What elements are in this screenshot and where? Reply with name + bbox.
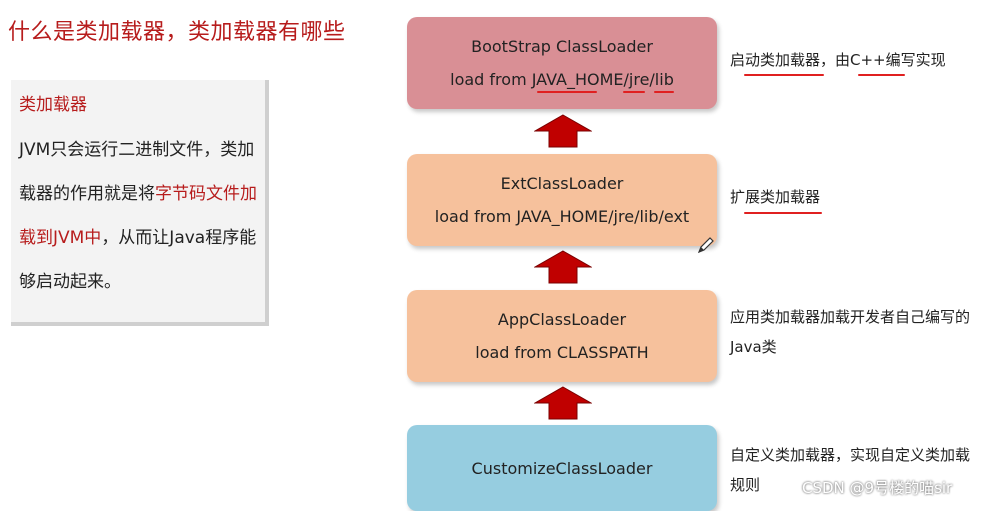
page-title: 什么是类加载器，类加载器有哪些 (8, 20, 346, 45)
underline-bootstrap-desc (744, 74, 824, 76)
app-desc: 应用类加载器加载开发者自己编写的Java类 (730, 308, 971, 356)
customize-name: CustomizeClassLoader (471, 458, 653, 478)
app-source: load from CLASSPATH (475, 343, 649, 362)
arrow-up-icon (534, 114, 592, 148)
customize-classloader-box: CustomizeClassLoader (407, 425, 717, 511)
info-panel: 类加载器 JVM只会运行二进制文件，类加载器的作用就是将字节码文件加载到JVM中… (11, 80, 269, 326)
app-name: AppClassLoader (497, 310, 627, 329)
bootstrap-name: BootStrap ClassLoader (471, 37, 653, 56)
ext-desc: 扩展类加载器 (730, 188, 821, 206)
ext-classloader-box: ExtClassLoader load from JAVA_HOME/jre/l… (407, 154, 717, 246)
ext-source: load from JAVA_HOME/jre/lib/ext (434, 207, 690, 226)
watermark: CSDN @9号楼的喵sir (802, 479, 953, 497)
underline-ext-desc (744, 212, 822, 214)
info-body: JVM只会运行二进制文件，类加载器的作用就是将字节码文件加载到JVM中，从而让J… (19, 128, 257, 304)
info-body-part1: JVM只会运行二进制文件，类加载器的作用就是将 (19, 140, 255, 204)
bootstrap-source: load from JAVA_HOME/jre/lib (450, 70, 674, 89)
app-classloader-box: AppClassLoader load from CLASSPATH (407, 290, 717, 382)
underline-cpp (858, 74, 905, 76)
info-body-highlight: 字节码文件加载到JVM中 (19, 184, 257, 248)
info-body-part2: ，从而让Java程序能够启动起来。 (19, 228, 257, 292)
bootstrap-classloader-box: BootStrap ClassLoader load from JAVA_HOM… (407, 17, 717, 109)
arrow-up-icon (534, 250, 592, 284)
customize-desc: 自定义类加载器，实现自定义类加载规则 (730, 446, 971, 494)
arrow-up-icon (534, 386, 592, 420)
pen-cursor-icon (697, 237, 714, 254)
bootstrap-desc: 启动类加载器，由C++编写实现 (730, 51, 946, 69)
ext-name: ExtClassLoader (500, 174, 624, 193)
underline-lib (654, 91, 674, 93)
underline-java-home (537, 91, 597, 93)
underline-jre (623, 91, 645, 93)
info-heading: 类加载器 (19, 95, 87, 115)
